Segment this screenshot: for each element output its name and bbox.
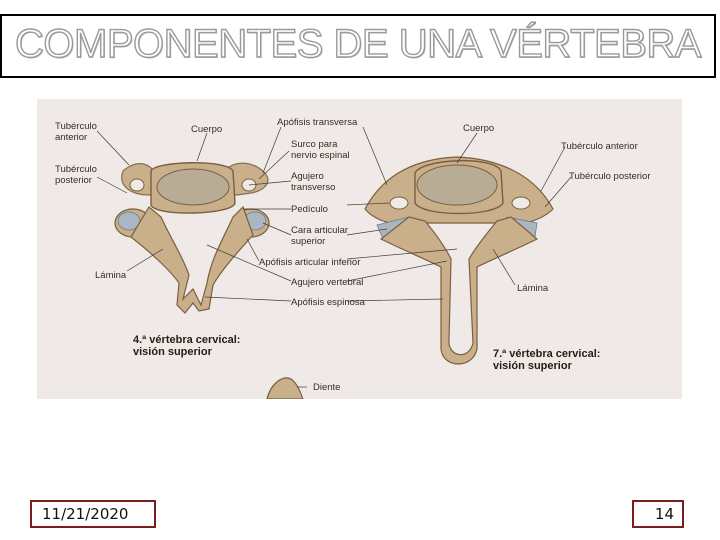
label-agujero-transverso-1: Agujero [291,171,324,182]
label-agujero-vertebral: Agujero vertebral [291,277,363,288]
label-tuberculo-posterior-2: posterior [55,175,92,186]
date-box: 11/21/2020 [30,500,156,528]
label-pediculo: Pedículo [291,204,328,215]
label-cara-articular-1: Cara articular [291,225,348,236]
caption-c7-line1: 7.ª vértebra cervical: [493,348,600,360]
c7-foramen-right [511,196,531,210]
slide-title: COMPONENTES DE UNA VÉRTEBRA [14,21,702,66]
label-tuberculo-posterior-1: Tubérculo [55,164,97,175]
caption-c4-line1: 4.ª vértebra cervical: [133,334,240,346]
c7-body-top [416,164,498,206]
vertebrae-illustration: Tubérculo anterior Tubérculo posterior L… [55,117,651,399]
label-cuerpo-left: Cuerpo [191,124,222,135]
label-tuberculo-anterior-right: Tubérculo anterior [561,141,638,152]
label-tuberculo-anterior-1: Tubérculo [55,121,97,132]
label-cuerpo-right: Cuerpo [463,123,494,134]
anatomy-figure: Tubérculo anterior Tubérculo posterior L… [37,99,682,399]
label-apofisis-articular-inferior: Apófisis articular inferior [259,257,360,268]
c4-body-top [156,168,230,206]
label-cara-articular-2: superior [291,236,325,247]
label-lamina-left: Lámina [95,270,127,281]
label-diente: Diente [313,382,340,393]
label-agujero-transverso-2: transverso [291,182,335,193]
caption-c4-line2: visión superior [133,346,213,358]
dens-shape [266,377,304,399]
leader-lines [96,126,572,388]
title-box: COMPONENTES DE UNA VÉRTEBRA [0,14,716,78]
c7-foramen-left [389,196,409,210]
caption-c7-line2: visión superior [493,360,573,372]
page-number-box: 14 [632,500,684,528]
c4-vertebra [114,162,270,314]
c4-arch [130,205,254,314]
label-surco-1: Surco para [291,139,338,150]
label-apofisis-transversa: Apófisis transversa [277,117,358,128]
c4-foramen-left [129,178,145,192]
c7-arch [379,216,539,365]
label-surco-2: nervio espinal [291,150,350,161]
label-apofisis-espinosa: Apófisis espinosa [291,297,366,308]
label-lamina-right: Lámina [517,283,549,294]
label-tuberculo-posterior-right: Tubérculo posterior [569,171,651,182]
c7-vertebra [364,156,554,365]
label-tuberculo-anterior-2: anterior [55,132,87,143]
